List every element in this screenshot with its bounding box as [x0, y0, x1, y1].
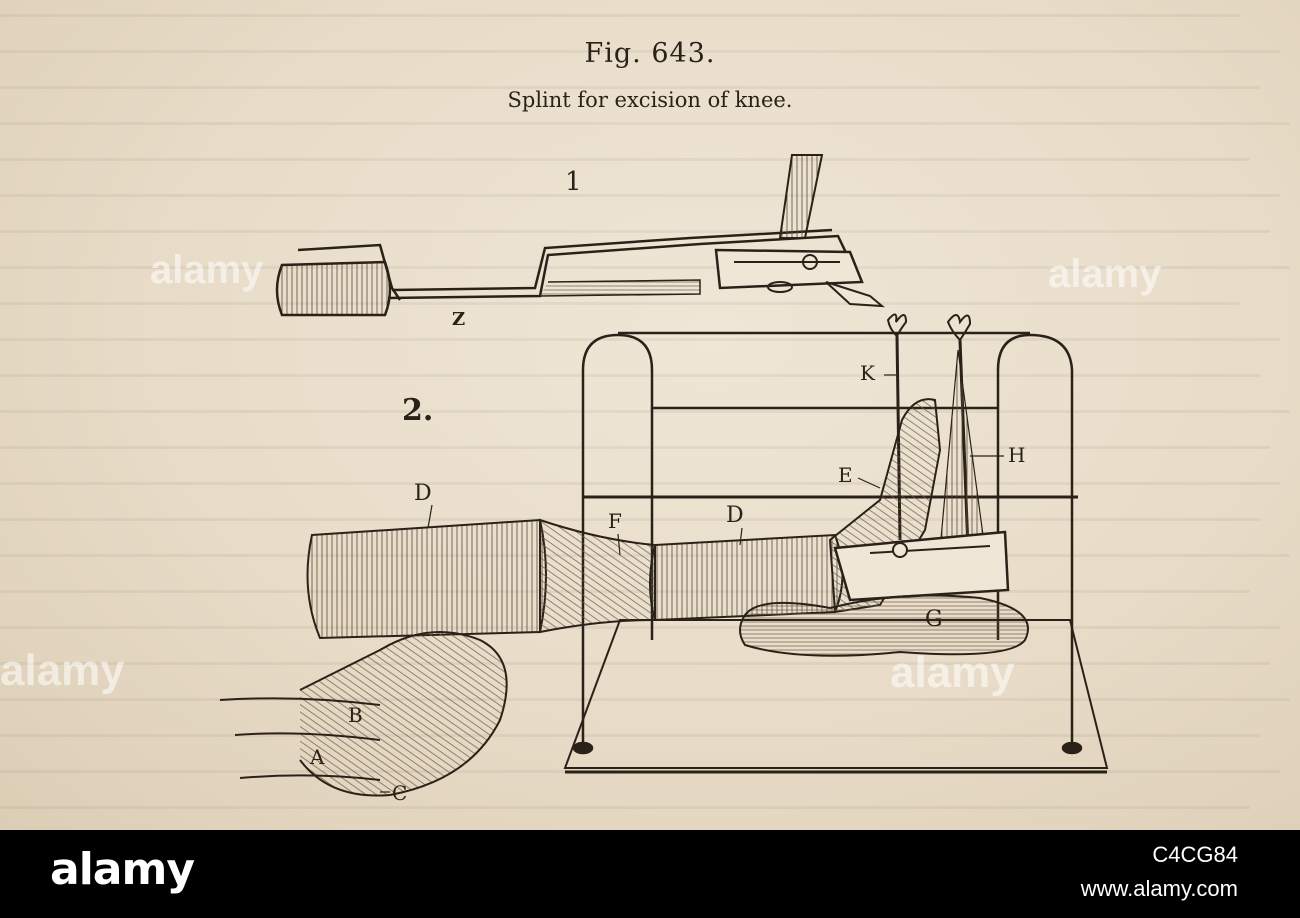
label-g: G	[925, 607, 943, 632]
footer-bar: alamy C4CG84 www.alamy.com	[0, 830, 1300, 918]
brand-logo: alamy	[50, 844, 195, 895]
watermark-text: alamy	[890, 648, 1015, 697]
bleed-through-line	[0, 734, 1260, 737]
bleed-through-line	[0, 230, 1270, 233]
label-b: B	[348, 703, 363, 727]
bleed-through-line	[0, 662, 1270, 665]
bleed-through-line	[0, 266, 1290, 269]
label-part-1: 1	[565, 167, 582, 197]
label-c: C	[392, 781, 407, 805]
bleed-through-line	[0, 698, 1290, 701]
bleed-through-line	[0, 446, 1270, 449]
label-a: A	[309, 745, 325, 769]
bleed-through-line	[0, 194, 1280, 197]
bleed-through-line	[0, 86, 1260, 89]
bleed-through-line	[0, 158, 1250, 161]
label-e: E	[838, 463, 853, 487]
image-id: C4CG84	[1152, 842, 1238, 867]
bleed-through-line	[0, 374, 1260, 377]
label-h: H	[1008, 443, 1025, 467]
figure-labels: 1 2. Z K H E D D F G B A C	[309, 167, 1025, 805]
bleed-through-line	[0, 14, 1240, 17]
bleed-through-line	[0, 122, 1290, 125]
label-d-upper: D	[414, 481, 432, 506]
bleed-through-line	[0, 482, 1280, 485]
cradle-frame	[563, 313, 1109, 774]
bleed-through-line	[0, 806, 1250, 809]
bleed-through-line	[0, 410, 1290, 413]
label-f: F	[608, 509, 622, 533]
figure-number: Fig. 643.	[584, 38, 716, 69]
bleed-through-line	[0, 302, 1240, 305]
label-part-2: 2.	[402, 393, 433, 428]
label-d-lower: D	[726, 503, 744, 528]
watermark-text: alamy	[1048, 252, 1162, 296]
bandaged-limb	[219, 398, 1029, 797]
watermark-text: alamy	[150, 248, 264, 292]
site-url: www.alamy.com	[1080, 876, 1238, 901]
label-k: K	[860, 361, 876, 385]
splint-engraving: 1 2. Z K H E D D F G B A C	[219, 154, 1109, 805]
splint-figure-1	[275, 154, 885, 317]
watermark-text: alamy	[0, 646, 125, 695]
figure-caption: Splint for excision of knee.	[507, 88, 793, 112]
bleed-through-line	[0, 626, 1280, 629]
bleed-through-line	[0, 518, 1260, 521]
label-z: Z	[452, 309, 465, 330]
bleed-through-line	[0, 50, 1280, 53]
engraving-page: Fig. 643. Splint for excision of knee.	[0, 0, 1300, 830]
